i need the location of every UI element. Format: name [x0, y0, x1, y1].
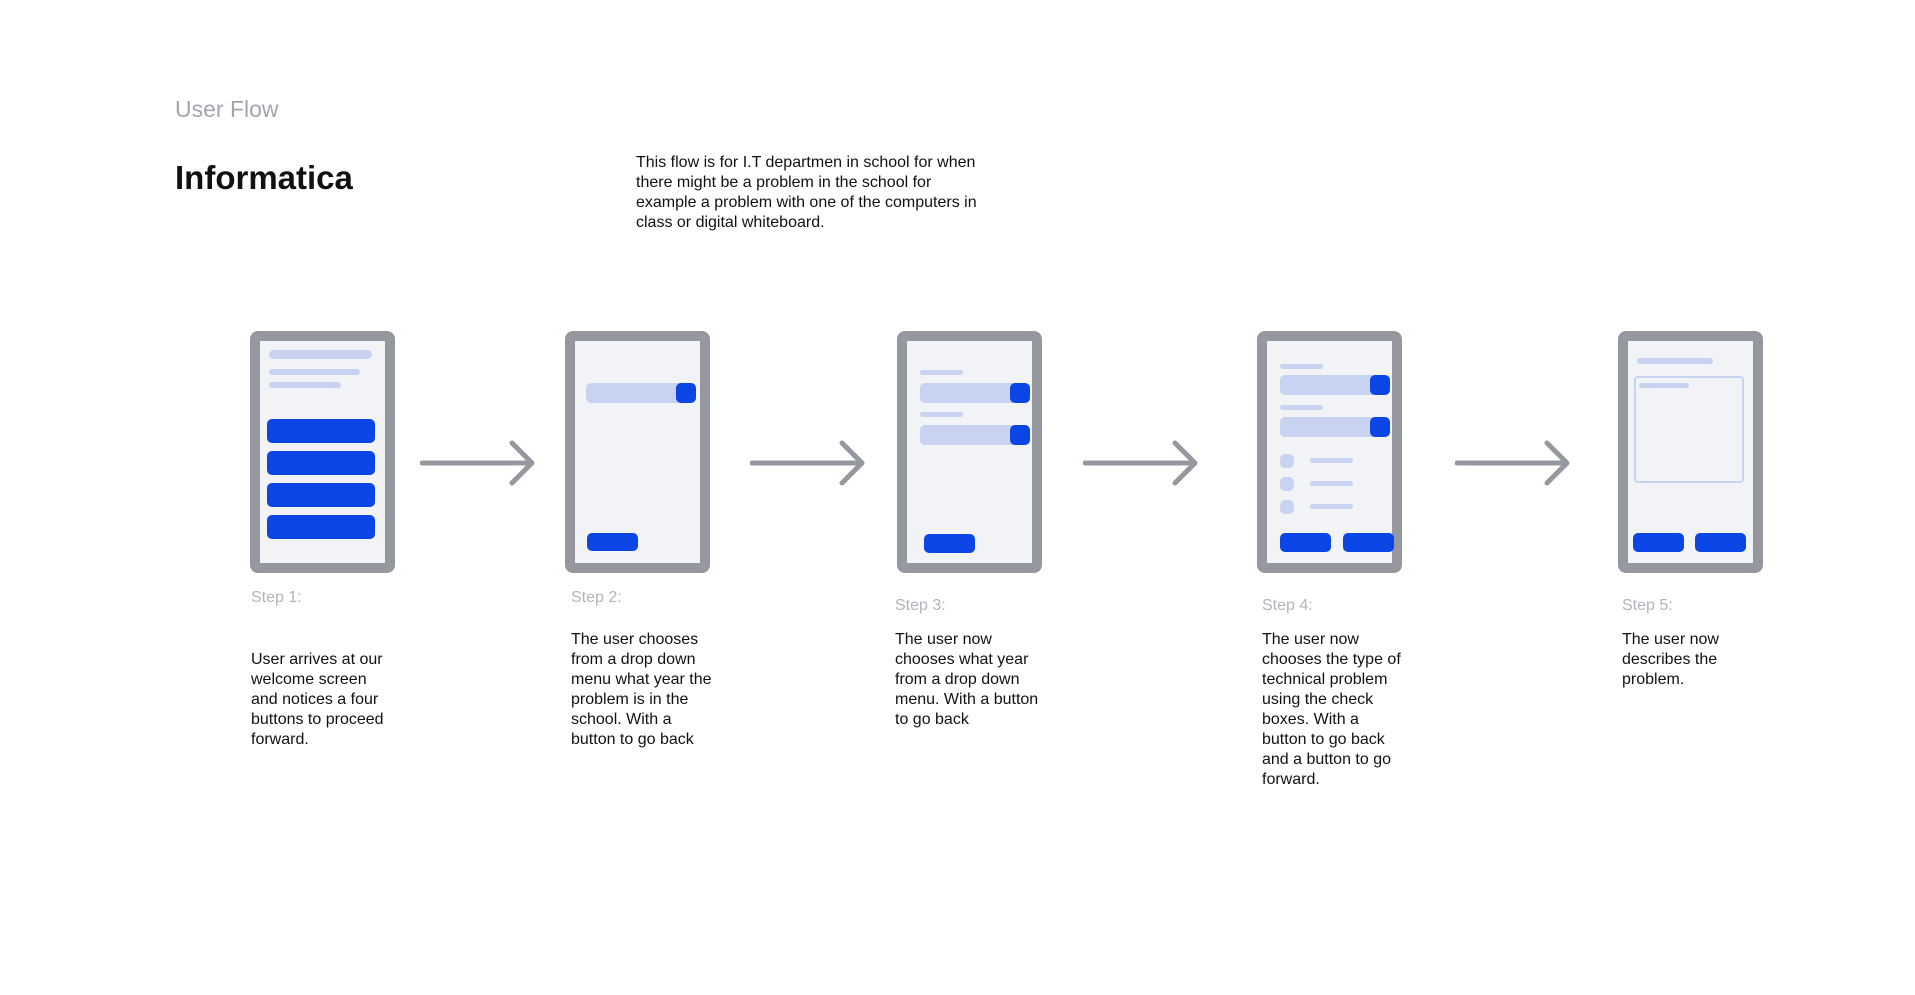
phone-mockup-step-5	[1618, 331, 1763, 573]
checkbox-label-placeholder	[1310, 481, 1353, 486]
step-label: Step 5:	[1622, 597, 1673, 614]
text-placeholder	[269, 369, 360, 375]
step-description: The user now describes the problem.	[1622, 631, 1719, 688]
phone-mockup-step-2	[565, 331, 710, 573]
dropdown-placeholder	[1280, 375, 1378, 395]
flow-description: This flow is for I.T departmen in school…	[636, 154, 977, 231]
label-placeholder	[920, 370, 963, 375]
back-button-placeholder	[924, 534, 975, 553]
text-placeholder	[269, 382, 341, 388]
step-description: User arrives at our welcome screen and n…	[251, 651, 384, 748]
forward-button-placeholder	[1343, 533, 1394, 552]
menu-button-placeholder	[267, 515, 375, 539]
dropdown-placeholder	[920, 383, 1018, 403]
checkbox-label-placeholder	[1310, 504, 1353, 509]
section-label: User Flow	[175, 96, 279, 122]
flow-arrow-icon	[1083, 440, 1198, 486]
step-description: The user now chooses what year from a dr…	[895, 631, 1039, 728]
back-button-placeholder	[1280, 533, 1331, 552]
checkbox-label-placeholder	[1310, 458, 1353, 463]
step-label: Step 4:	[1262, 597, 1313, 614]
dropdown-toggle-placeholder	[1010, 383, 1030, 403]
dropdown-toggle-placeholder	[676, 383, 696, 403]
label-placeholder	[1280, 364, 1323, 369]
dropdown-toggle-placeholder	[1370, 417, 1390, 437]
flow-arrow-icon	[750, 440, 865, 486]
menu-button-placeholder	[267, 451, 375, 475]
dropdown-placeholder	[586, 383, 686, 403]
textarea-text-placeholder	[1639, 383, 1689, 388]
dropdown-toggle-placeholder	[1010, 425, 1030, 445]
step-label: Step 1:	[251, 589, 302, 606]
flow-arrow-icon	[420, 440, 535, 486]
dropdown-toggle-placeholder	[1370, 375, 1390, 395]
flow-arrow-icon	[1455, 440, 1570, 486]
title-placeholder	[1637, 358, 1713, 364]
step-label: Step 3:	[895, 597, 946, 614]
step-description: The user now chooses the type of technic…	[1262, 631, 1401, 788]
dropdown-placeholder	[920, 425, 1018, 445]
page-title: Informatica	[175, 159, 353, 196]
dropdown-placeholder	[1280, 417, 1378, 437]
checkbox-placeholder	[1280, 500, 1294, 514]
forward-button-placeholder	[1695, 533, 1746, 552]
checkbox-placeholder	[1280, 454, 1294, 468]
step-label: Step 2:	[571, 589, 622, 606]
label-placeholder	[920, 412, 963, 417]
textarea-placeholder	[1634, 376, 1744, 483]
checkbox-placeholder	[1280, 477, 1294, 491]
phone-mockup-step-4	[1257, 331, 1402, 573]
back-button-placeholder	[1633, 533, 1684, 552]
phone-mockup-step-3	[897, 331, 1042, 573]
menu-button-placeholder	[267, 483, 375, 507]
menu-button-placeholder	[267, 419, 375, 443]
label-placeholder	[1280, 405, 1323, 410]
back-button-placeholder	[587, 533, 638, 551]
step-description: The user chooses from a drop down menu w…	[571, 631, 712, 748]
title-placeholder	[269, 350, 372, 359]
phone-mockup-step-1	[250, 331, 395, 573]
